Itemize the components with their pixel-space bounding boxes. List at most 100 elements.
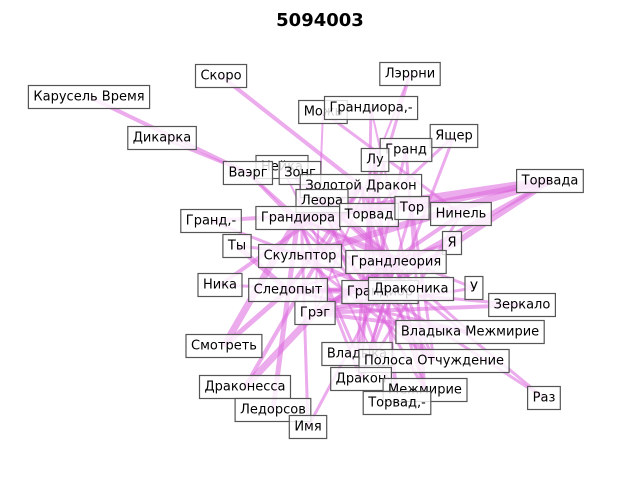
node-label: Грандиора (261, 211, 335, 226)
node-box (360, 147, 390, 173)
node-label: Драконика (374, 282, 449, 297)
node-label: У (470, 281, 478, 296)
node-polosa: Полоса Отчуждение (358, 348, 510, 374)
node-box (488, 292, 557, 318)
node-ninel: Нинель (430, 201, 492, 227)
node-box (345, 249, 447, 275)
node-box (394, 195, 430, 221)
node-u: У (464, 275, 484, 301)
node-nika: Ника (197, 272, 243, 298)
node-torvada: Торвада (515, 168, 584, 194)
node-box (441, 230, 463, 256)
node-yashcher: Ящер (429, 123, 479, 149)
node-box (362, 390, 432, 416)
node-grandiora: Грандиора (255, 205, 341, 231)
node-label: Зеркало (494, 298, 551, 313)
node-box (358, 348, 510, 374)
edge-skoro-zolotoy (219, 74, 363, 188)
node-ty: Ты (222, 233, 252, 259)
node-grand: Гранд (379, 137, 433, 163)
node-imya: Имя (288, 414, 328, 440)
node-label: Дикарка (133, 131, 192, 146)
node-label: Торвад (344, 208, 394, 223)
node-karusel: Карусель Время (27, 84, 151, 110)
node-box (258, 243, 343, 269)
node-lu: Лу (360, 147, 390, 173)
node-box (222, 160, 274, 186)
node-grand_: Гранд,- (180, 208, 242, 234)
node-label: Дракон (336, 372, 387, 387)
node-greg: Грэг (294, 300, 336, 326)
node-box (127, 125, 197, 151)
node-label: Лэррни (385, 67, 435, 82)
node-box (288, 414, 328, 440)
node-label: Владыка Межмирие (401, 325, 539, 340)
node-label: Полоса Отчуждение (364, 354, 504, 369)
node-label: Тор (399, 201, 424, 216)
node-label: Ты (227, 239, 246, 254)
node-zerkalo: Зеркало (488, 292, 557, 318)
node-smotret: Смотреть (185, 333, 263, 359)
node-box (185, 333, 263, 359)
node-box (430, 201, 492, 227)
node-lerrni: Лэррни (379, 61, 441, 87)
node-box (395, 319, 545, 345)
node-drakonika: Драконика (367, 276, 455, 302)
node-box (515, 168, 584, 194)
node-box (194, 63, 248, 89)
node-label: Имя (294, 420, 321, 435)
node-label: Смотреть (191, 339, 257, 354)
node-box (180, 208, 242, 234)
node-label: Следопыт (254, 283, 323, 298)
node-label: Грэг (300, 306, 330, 321)
node-label: Ника (203, 278, 237, 293)
node-label: Скульптор (264, 249, 337, 264)
node-ledorsov: Ледорсов (234, 397, 312, 423)
node-grandiora_: Грандиора,- (323, 95, 419, 121)
node-label: Торвада (521, 174, 579, 189)
node-skoro: Скоро (194, 63, 248, 89)
node-box (222, 233, 252, 259)
node-label: Я (447, 236, 456, 251)
graph-title: 5094003 (276, 10, 364, 31)
node-label: Грандлеория (351, 255, 441, 270)
node-dikarka: Дикарка (127, 125, 197, 151)
node-torvad: Торвад (339, 202, 400, 228)
node-label: Нинель (436, 207, 487, 222)
node-ya: Я (441, 230, 463, 256)
node-box (526, 385, 561, 411)
node-sledopyt: Следопыт (248, 277, 328, 303)
node-vladyka_m: Владыка Межмирие (395, 319, 545, 345)
node-label: Ледорсов (240, 403, 306, 418)
node-drakon: Дракон (330, 366, 393, 392)
edge-mozh-ninel (322, 110, 462, 216)
node-box (294, 300, 336, 326)
node-box (367, 276, 455, 302)
node-label: Ваэрг (228, 166, 267, 181)
node-label: Лу (366, 153, 384, 168)
node-torvad_: Торвад,- (362, 390, 432, 416)
node-label: Раз (533, 391, 556, 406)
node-label: Торвад,- (367, 396, 426, 411)
node-box (248, 277, 328, 303)
node-label: Гранд (385, 143, 427, 158)
node-drakonessa: Драконесса (198, 374, 292, 400)
node-raz: Раз (526, 385, 561, 411)
node-label: Драконесса (205, 380, 286, 395)
node-box (197, 272, 243, 298)
node-vaerg: Ваэрг (222, 160, 274, 186)
node-label: Ящер (435, 129, 473, 144)
node-skulptor: Скульптор (258, 243, 343, 269)
node-label: Скоро (200, 69, 241, 84)
node-label: Грандиора,- (329, 101, 412, 116)
node-box (464, 275, 484, 301)
node-grandleoriya: Грандлеория (345, 249, 447, 275)
node-box (429, 123, 479, 149)
node-label: Гранд,- (186, 214, 237, 229)
node-box (379, 61, 441, 87)
node-box (27, 84, 151, 110)
node-box (323, 95, 419, 121)
node-label: Карусель Время (33, 90, 144, 105)
